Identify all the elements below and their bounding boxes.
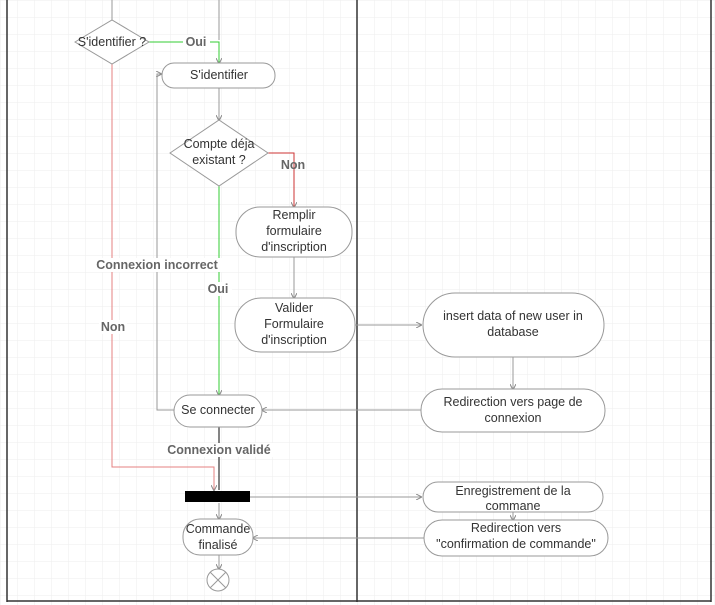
final-node xyxy=(206,568,230,592)
edge-label-non-left: Non xyxy=(101,320,125,334)
action-fill-form: Remplir formulaire d'inscription xyxy=(235,206,353,258)
edge-label-oui-middle: Oui xyxy=(208,282,229,296)
action-save-order: Enregistrement de la commane xyxy=(422,481,604,513)
action-order-done-line-2: finalisé xyxy=(199,538,238,552)
sync-bar xyxy=(185,491,250,502)
action-redirect-login-line-2: connexion xyxy=(485,411,542,425)
action-insert-line-1: insert data of new user in xyxy=(443,309,583,323)
decision-identify-label: S'identifier ? xyxy=(78,35,146,49)
decision-account-line-2: existant ? xyxy=(192,153,246,167)
action-identify-label: S'identifier xyxy=(190,68,248,82)
edge-oui-identify xyxy=(149,41,219,63)
edge-non-fill xyxy=(268,152,294,207)
action-redirect-confirm-line-2: "confirmation de commande" xyxy=(436,537,596,551)
decision-account-exists: Compte déja existant ? xyxy=(169,119,269,187)
action-insert-line-2: database xyxy=(487,325,538,339)
edge-labels: Oui Non Connexion incorrect Oui Non Conn… xyxy=(92,35,305,457)
action-login-label: Se connecter xyxy=(181,403,255,417)
action-order-done-line-1: Commande xyxy=(186,522,251,536)
action-validate-line-2: Formulaire xyxy=(264,317,324,331)
action-save-order-line-2: commane xyxy=(486,499,541,513)
action-validate-line-1: Valider xyxy=(275,301,313,315)
action-save-order-line-1: Enregistrement de la xyxy=(455,484,570,498)
action-redirect-confirm: Redirection vers "confirmation de comman… xyxy=(423,519,609,557)
action-identify: S'identifier xyxy=(161,62,276,89)
action-fill-form-line-2: formulaire xyxy=(266,224,322,238)
action-redirect-login-line-1: Redirection vers page de xyxy=(444,395,583,409)
action-redirect-confirm-line-1: Redirection vers xyxy=(471,521,561,535)
action-fill-form-line-1: Remplir xyxy=(272,208,315,222)
edge-label-connexion-incorrect: Connexion incorrect xyxy=(96,258,218,272)
edge-label-connexion-validee: Connexion validé xyxy=(167,443,271,457)
decision-account-line-1: Compte déja xyxy=(184,137,255,151)
action-validate-form: Valider Formulaire d'inscription xyxy=(234,297,356,353)
action-order-done: Commande finalisé xyxy=(182,518,254,556)
action-fill-form-line-3: d'inscription xyxy=(261,240,327,254)
swimlanes xyxy=(6,0,712,602)
action-insert-user: insert data of new user in database xyxy=(422,292,605,358)
edge-incorrect-loop xyxy=(157,74,174,411)
action-validate-line-3: d'inscription xyxy=(261,333,327,347)
action-redirect-login: Redirection vers page de connexion xyxy=(420,388,606,433)
edge-label-non-right: Non xyxy=(281,158,305,172)
decision-identify: S'identifier ? xyxy=(74,19,150,65)
action-login: Se connecter xyxy=(173,394,263,428)
edge-label-oui-top: Oui xyxy=(186,35,207,49)
